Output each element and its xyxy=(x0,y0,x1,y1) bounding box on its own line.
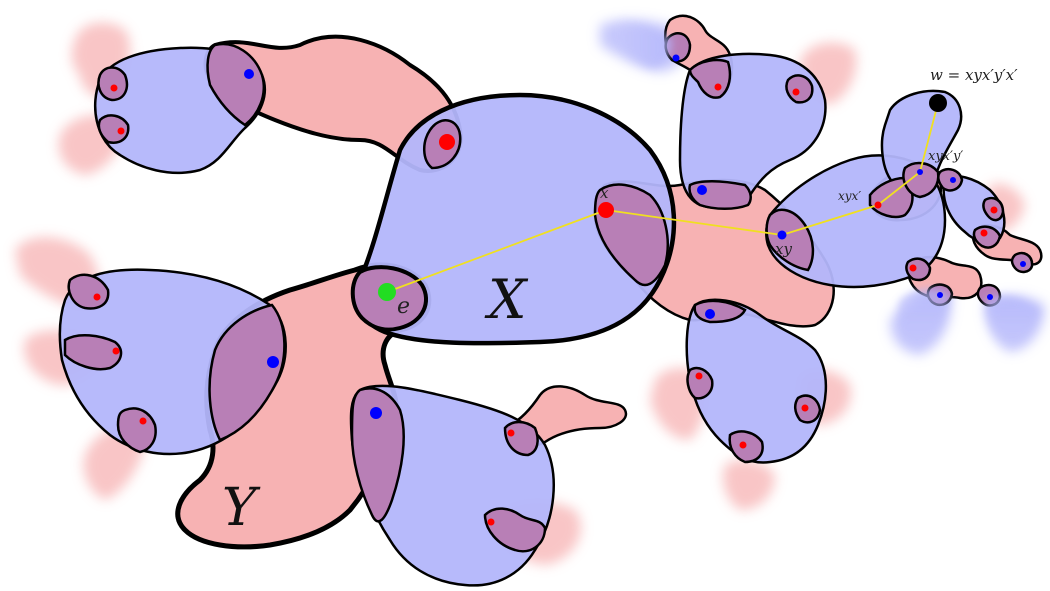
blue-dot xyxy=(370,407,382,419)
blue-dot-xy xyxy=(778,231,787,240)
blue-dot xyxy=(705,309,715,319)
overlap-tr-red xyxy=(786,75,812,102)
blue-dot xyxy=(950,177,956,183)
blue-dot xyxy=(267,356,279,368)
label-Y: Y xyxy=(222,478,261,538)
red-dot-xyx xyxy=(875,202,882,209)
red-dot xyxy=(910,265,917,272)
blue-dot-xyx-y xyxy=(917,169,923,175)
red-dot xyxy=(94,294,101,301)
red-dot xyxy=(793,89,800,96)
red-dot xyxy=(113,348,120,355)
label-xyx-prime: xyx′ xyxy=(838,189,861,203)
blue-dot xyxy=(673,55,680,62)
faded-blue-edge xyxy=(985,296,1040,350)
overlap-br-red3 xyxy=(730,431,763,462)
red-dot xyxy=(508,430,515,437)
red-dot xyxy=(118,128,125,135)
red-dot xyxy=(740,442,747,449)
blue-dot xyxy=(937,292,943,298)
red-dot xyxy=(981,230,988,237)
overlap-top-right xyxy=(689,181,750,209)
red-dot xyxy=(991,207,998,214)
red-dot xyxy=(802,405,809,412)
identity-dot-e xyxy=(378,283,396,301)
label-e: e xyxy=(397,294,410,319)
blue-dot xyxy=(987,294,993,300)
blue-dot xyxy=(697,185,707,195)
red-dot xyxy=(140,418,147,425)
label-X: X xyxy=(484,268,529,331)
label-xyx-prime-y-prime: xyx′y′ xyxy=(928,149,963,164)
faded-red-blob xyxy=(723,460,775,510)
label-xy: xy xyxy=(775,240,792,258)
blue-dot xyxy=(244,69,254,79)
overlap-left-upper-red xyxy=(99,68,127,101)
red-dot xyxy=(715,84,722,91)
overlap-br-red1 xyxy=(688,368,713,398)
label-x: x xyxy=(600,184,609,202)
red-dot xyxy=(696,373,703,380)
red-dot xyxy=(488,519,495,526)
blue-dot xyxy=(1020,261,1026,267)
red-dot xyxy=(111,85,118,92)
target-dot-w xyxy=(929,94,947,112)
red-dot xyxy=(439,134,455,150)
red-dot-x xyxy=(598,202,614,218)
label-w-formula: w = xyx′y′x′ xyxy=(930,66,1018,84)
